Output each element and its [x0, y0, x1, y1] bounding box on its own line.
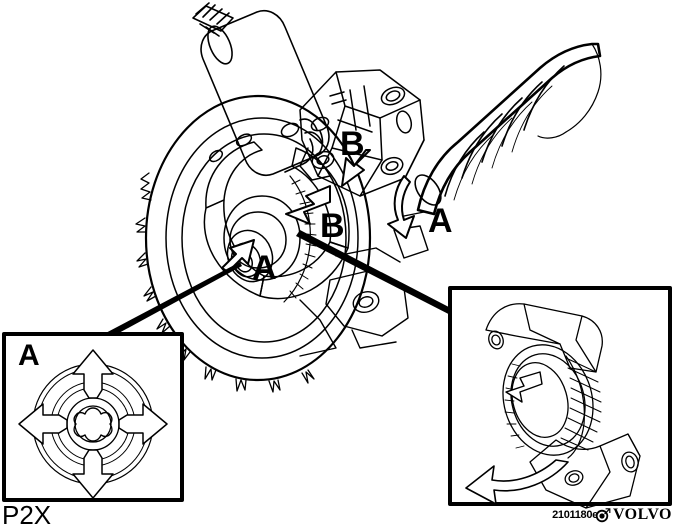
direction-arrows [221, 149, 415, 273]
inset-left-label: A [18, 339, 40, 372]
leader-lines [100, 230, 470, 340]
inset-left-content [18, 349, 168, 499]
platform-code: P2X [2, 500, 52, 530]
label-a-camshaft: A [428, 202, 453, 240]
label-b-sprocket: B [320, 207, 345, 245]
rotation-arrow [465, 459, 569, 505]
vvt-housing [299, 69, 425, 197]
inset-arrow-left [18, 403, 68, 445]
inset-right-content [465, 303, 641, 509]
inset-arrow-right [118, 403, 168, 445]
inset-arrow-up [72, 349, 114, 399]
volvo-logo: VOLVO [595, 506, 672, 524]
inset-right-box [448, 286, 672, 506]
label-b-upper: B [340, 125, 365, 163]
label-a-hub: A [252, 249, 277, 287]
arrow-a-camshaft [387, 175, 415, 239]
arrow-b-sprocket [285, 185, 331, 225]
camshaft [414, 42, 602, 216]
lower-housing [299, 211, 429, 357]
inset-arrow-down [72, 449, 114, 499]
leader-left [100, 262, 242, 340]
leader-right [296, 230, 470, 324]
volvo-emblem-icon [595, 508, 611, 523]
document-id: 2101180e [552, 509, 598, 521]
arrow-b-upper [341, 149, 371, 187]
volvo-wordmark: VOLVO [612, 506, 672, 523]
